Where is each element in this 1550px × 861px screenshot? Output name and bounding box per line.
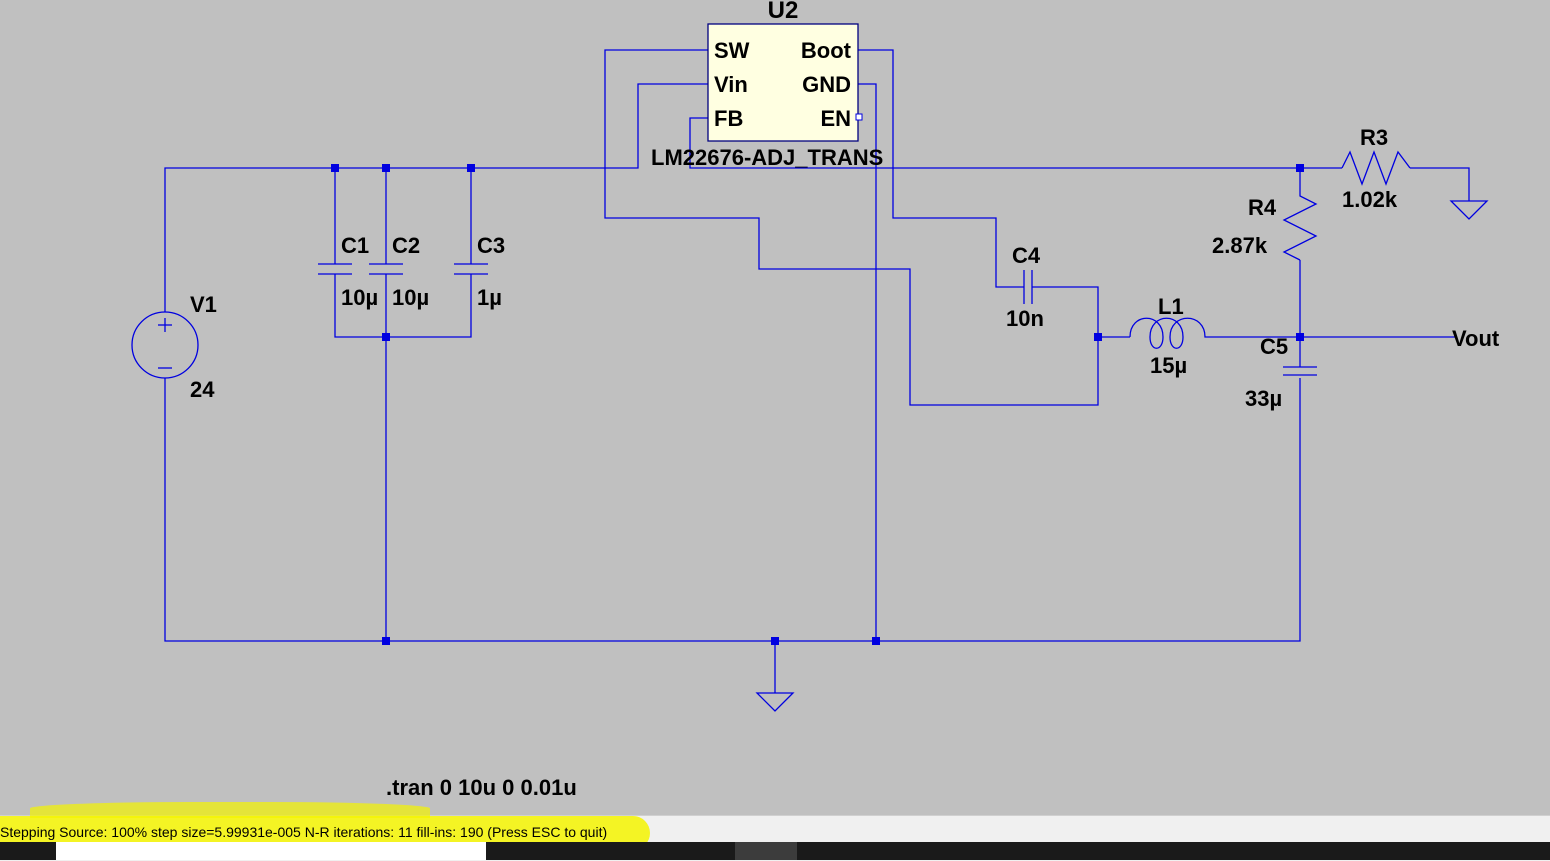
pin-fb-label: FB — [714, 106, 743, 131]
r3-label: R3 — [1360, 125, 1388, 150]
c5-value: 33µ — [1245, 386, 1282, 411]
l1-value: 15µ — [1150, 353, 1187, 378]
c3-value: 1µ — [477, 285, 502, 310]
u2-model-label: LM22676-ADJ_TRANS — [651, 145, 883, 170]
v1-label: V1 — [190, 292, 217, 317]
l1-inductor[interactable]: L1 15µ — [1129, 294, 1215, 378]
c1-label: C1 — [341, 233, 369, 258]
c3-capacitor[interactable]: C3 1µ — [454, 233, 505, 310]
pin-vin-label: Vin — [714, 72, 748, 97]
pin-en-label: EN — [820, 106, 851, 131]
v1-value: 24 — [190, 377, 215, 402]
r4-resistor[interactable]: R4 2.87k — [1212, 188, 1318, 261]
pin-gnd-label: GND — [802, 72, 851, 97]
vout-net-label[interactable]: Vout — [1452, 326, 1500, 351]
r4-value: 2.87k — [1212, 233, 1268, 258]
v1-voltage-source[interactable]: V1 24 — [131, 292, 217, 402]
c2-label: C2 — [392, 233, 420, 258]
c3-label: C3 — [477, 233, 505, 258]
r4-label: R4 — [1248, 195, 1277, 220]
c1-capacitor[interactable]: C1 10µ — [318, 233, 378, 310]
l1-label: L1 — [1158, 294, 1184, 319]
u2-label: U2 — [768, 0, 799, 24]
schematic-canvas[interactable]: U2 SW Boot Vin GND FB EN LM22676-ADJ_TRA… — [0, 0, 1550, 815]
c2-capacitor[interactable]: C2 10µ — [369, 233, 429, 310]
c5-label: C5 — [1260, 334, 1288, 359]
r3-value: 1.02k — [1342, 187, 1398, 212]
pin-boot-label: Boot — [801, 38, 852, 63]
status-highlight-top — [30, 802, 430, 818]
c1-value: 10µ — [341, 285, 378, 310]
c2-value: 10µ — [392, 285, 429, 310]
junctions — [331, 164, 1304, 645]
c4-capacitor[interactable]: C4 10n — [1006, 243, 1044, 331]
tran-directive[interactable]: .tran 0 10u 0 0.01u — [386, 775, 577, 800]
r3-resistor[interactable]: R3 1.02k — [1341, 125, 1411, 212]
status-text: Stepping Source: 100% step size=5.99931e… — [0, 824, 608, 840]
taskbar-white-segment — [56, 842, 486, 860]
u2-component[interactable]: U2 SW Boot Vin GND FB EN LM22676-ADJ_TRA… — [651, 0, 883, 170]
c5-capacitor[interactable]: C5 33µ — [1245, 334, 1317, 411]
wires — [164, 49, 1470, 693]
ground-symbol-r3 — [1449, 200, 1489, 220]
c4-label: C4 — [1012, 243, 1041, 268]
taskbar-strip — [0, 842, 1550, 860]
pin-sw-label: SW — [714, 38, 750, 63]
ground-symbol-main — [755, 692, 795, 712]
c4-value: 10n — [1006, 306, 1044, 331]
taskbar-button[interactable] — [735, 842, 797, 860]
